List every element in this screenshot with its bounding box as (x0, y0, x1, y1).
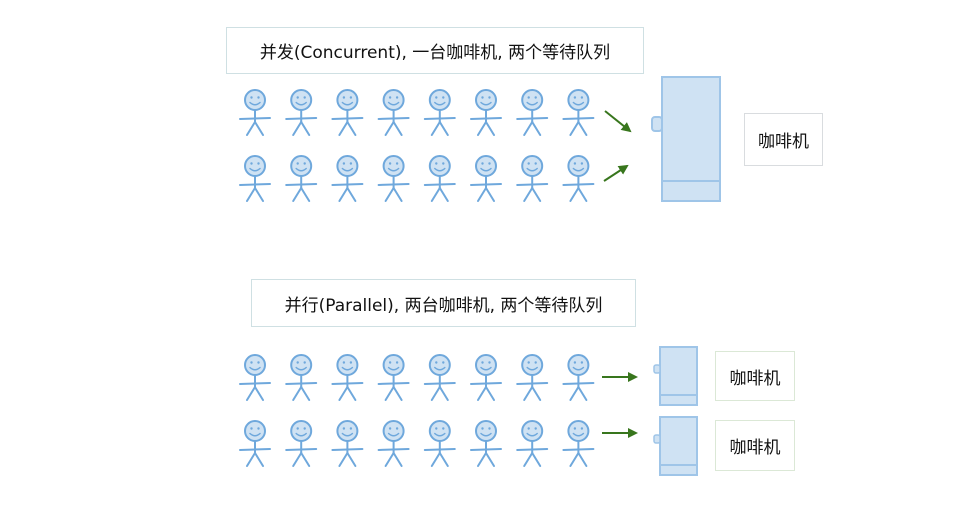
person-icon (423, 420, 456, 467)
person-icon (331, 354, 364, 401)
person-icon (331, 155, 364, 202)
people-layer (239, 89, 595, 467)
person-icon (285, 354, 318, 401)
person-icon (331, 420, 364, 467)
concurrent-machine-label: 咖啡机 (744, 113, 823, 166)
person-icon (285, 155, 318, 202)
person-icon (516, 155, 549, 202)
person-icon (470, 89, 502, 136)
person-icon (562, 420, 595, 467)
person-icon (470, 420, 502, 467)
person-icon (239, 155, 271, 202)
concurrent-queue-2 (239, 155, 595, 202)
person-icon (239, 354, 271, 401)
person-icon (377, 89, 410, 136)
person-icon (377, 155, 410, 202)
coffee-machine-concurrent (651, 76, 721, 202)
person-icon (516, 89, 549, 136)
parallel-queue-2 (239, 420, 595, 467)
person-icon (562, 89, 595, 136)
parallel-queue-1 (239, 354, 595, 401)
concurrent-title: 并发(Concurrent), 一台咖啡机, 两个等待队列 (226, 27, 644, 74)
parallel-machine-label-1: 咖啡机 (715, 351, 795, 401)
person-icon (377, 354, 410, 401)
person-icon (562, 155, 595, 202)
person-icon (516, 420, 549, 467)
person-icon (562, 354, 595, 401)
person-icon (423, 89, 456, 136)
concurrent-queue-1 (239, 89, 595, 136)
parallel-title: 并行(Parallel), 两台咖啡机, 两个等待队列 (251, 279, 636, 327)
person-icon (423, 354, 456, 401)
queue-arrow-bottom-concurrent (603, 164, 629, 182)
person-icon (239, 420, 271, 467)
coffee-machine-parallel-1 (653, 346, 698, 406)
person-icon (516, 354, 549, 401)
person-icon (423, 155, 456, 202)
person-icon (470, 155, 502, 202)
person-icon (285, 420, 318, 467)
person-icon (377, 420, 410, 467)
person-icon (470, 354, 502, 401)
person-icon (239, 89, 271, 136)
parallel-machine-label-2: 咖啡机 (715, 420, 795, 471)
queue-arrow-top-concurrent (604, 110, 632, 133)
coffee-machine-parallel-2 (653, 416, 698, 476)
person-icon (331, 89, 364, 136)
person-icon (285, 89, 318, 136)
